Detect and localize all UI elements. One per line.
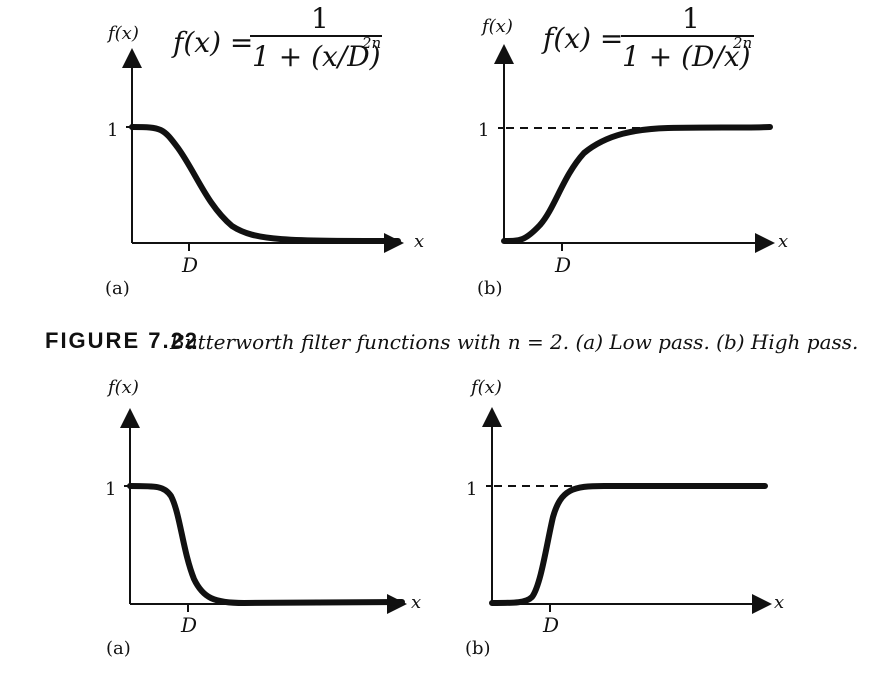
bottom-panel-a: f(x) 1 D x (a) xyxy=(105,377,421,659)
bottom-a-one-label: 1 xyxy=(105,479,116,500)
bottom-a-panel-label: (a) xyxy=(106,638,131,659)
bottom-b-x-label: x xyxy=(774,592,784,613)
top-a-formula-numerator: 1 xyxy=(311,2,329,35)
top-b-y-label: f(x) xyxy=(480,16,513,37)
bottom-a-y-label: f(x) xyxy=(106,377,139,398)
top-a-one-label: 1 xyxy=(107,120,118,141)
top-a-formula-lhs: f(x) = xyxy=(171,26,253,59)
top-b-x-label: x xyxy=(778,231,788,252)
top-b-highpass-curve xyxy=(501,124,773,244)
top-b-formula-exponent: 2n xyxy=(732,34,752,52)
figure-label: FIGURE 7.22 xyxy=(45,328,199,353)
caption-text: Butterworth filter functions with n = 2.… xyxy=(169,330,858,354)
top-a-formula-denominator: 1 + (x/D) xyxy=(252,40,381,73)
bottom-a-d-label: D xyxy=(180,613,197,637)
top-a-formula-exponent: 2n xyxy=(361,34,381,52)
top-b-one-label: 1 xyxy=(478,120,489,141)
top-b-formula-denominator: 1 + (D/x) xyxy=(622,40,751,73)
bottom-a-lowpass-curve xyxy=(127,483,405,606)
bottom-b-y-label: f(x) xyxy=(469,377,502,398)
top-b-formula-numerator: 1 xyxy=(682,2,700,35)
top-b-panel-label: (b) xyxy=(477,278,503,299)
bottom-b-one-label: 1 xyxy=(466,479,477,500)
top-b-formula-lhs: f(x) = xyxy=(541,22,623,55)
bottom-a-x-label: x xyxy=(411,592,421,613)
top-a-x-label: x xyxy=(414,231,424,252)
top-panel-b: f(x) f(x) = 1 1 + (D/x) 2n 1 D x (b) xyxy=(477,2,788,299)
bottom-b-d-label: D xyxy=(542,613,559,637)
top-b-d-label: D xyxy=(554,253,571,277)
bottom-b-panel-label: (b) xyxy=(465,638,491,659)
top-a-d-label: D xyxy=(181,253,198,277)
top-a-y-label: f(x) xyxy=(106,23,139,44)
bottom-panel-b: f(x) 1 D x (b) xyxy=(465,377,784,659)
bottom-b-highpass-curve xyxy=(489,482,768,606)
top-a-panel-label: (a) xyxy=(105,278,130,299)
figure-caption: FIGURE 7.22 Butterworth filter functions… xyxy=(45,328,858,354)
top-a-lowpass-curve xyxy=(129,124,401,244)
top-panel-a: f(x) f(x) = 1 1 + (x/D) 2n 1 D x (a) xyxy=(105,2,424,299)
